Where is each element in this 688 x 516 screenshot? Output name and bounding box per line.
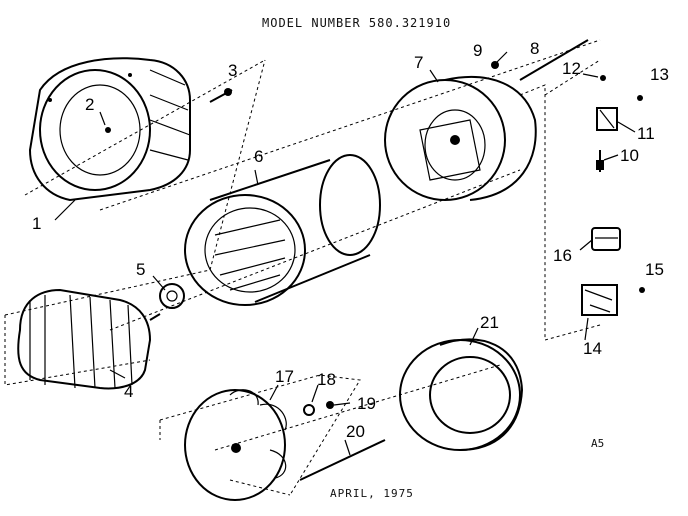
callout-2: 2 — [85, 95, 95, 114]
callout-4: 4 — [124, 382, 134, 401]
part-screw-3 — [209, 88, 233, 103]
callout-13: 13 — [650, 65, 669, 84]
part-switch — [581, 284, 645, 316]
part-field-housing — [184, 154, 381, 306]
callout-20: 20 — [346, 422, 365, 441]
callout-3: 3 — [228, 61, 238, 80]
part-nut-9 — [491, 61, 499, 69]
callout-19: 19 — [357, 394, 376, 413]
model-number-header: MODEL NUMBER 580.321910 — [262, 16, 452, 30]
part-fan — [184, 389, 287, 501]
callout-12: 12 — [562, 59, 581, 78]
part-bolt-20 — [299, 439, 386, 481]
date-label: APRIL, 1975 — [330, 487, 414, 500]
callout-15: 15 — [645, 260, 664, 279]
callout-14: 14 — [583, 339, 602, 358]
callout-21: 21 — [480, 313, 499, 332]
callout-9: 9 — [473, 41, 483, 60]
callout-5: 5 — [136, 260, 146, 279]
callout-18: 18 — [317, 370, 336, 389]
callout-8: 8 — [530, 39, 540, 58]
part-end-shield — [399, 338, 524, 451]
callout-6: 6 — [254, 147, 264, 166]
sheet-number: A5 — [591, 437, 605, 450]
part-nut-19 — [326, 401, 334, 409]
part-bearing — [159, 283, 185, 309]
part-capacitor — [591, 227, 621, 251]
part-brush-holder — [596, 75, 643, 172]
callout-10: 10 — [620, 146, 639, 165]
callout-11: 11 — [637, 124, 655, 143]
part-armature — [17, 288, 161, 390]
callout-17: 17 — [275, 367, 294, 386]
part-end-bell — [28, 57, 191, 202]
callout-1: 1 — [32, 214, 42, 233]
assembly-guide-lines — [4, 39, 601, 496]
part-through-bolt-8 — [519, 39, 589, 81]
part-commutator-housing — [384, 75, 537, 201]
part-washer-18 — [303, 404, 315, 416]
callout-16: 16 — [553, 246, 572, 265]
callout-leaders — [54, 51, 636, 456]
callout-7: 7 — [414, 53, 424, 72]
